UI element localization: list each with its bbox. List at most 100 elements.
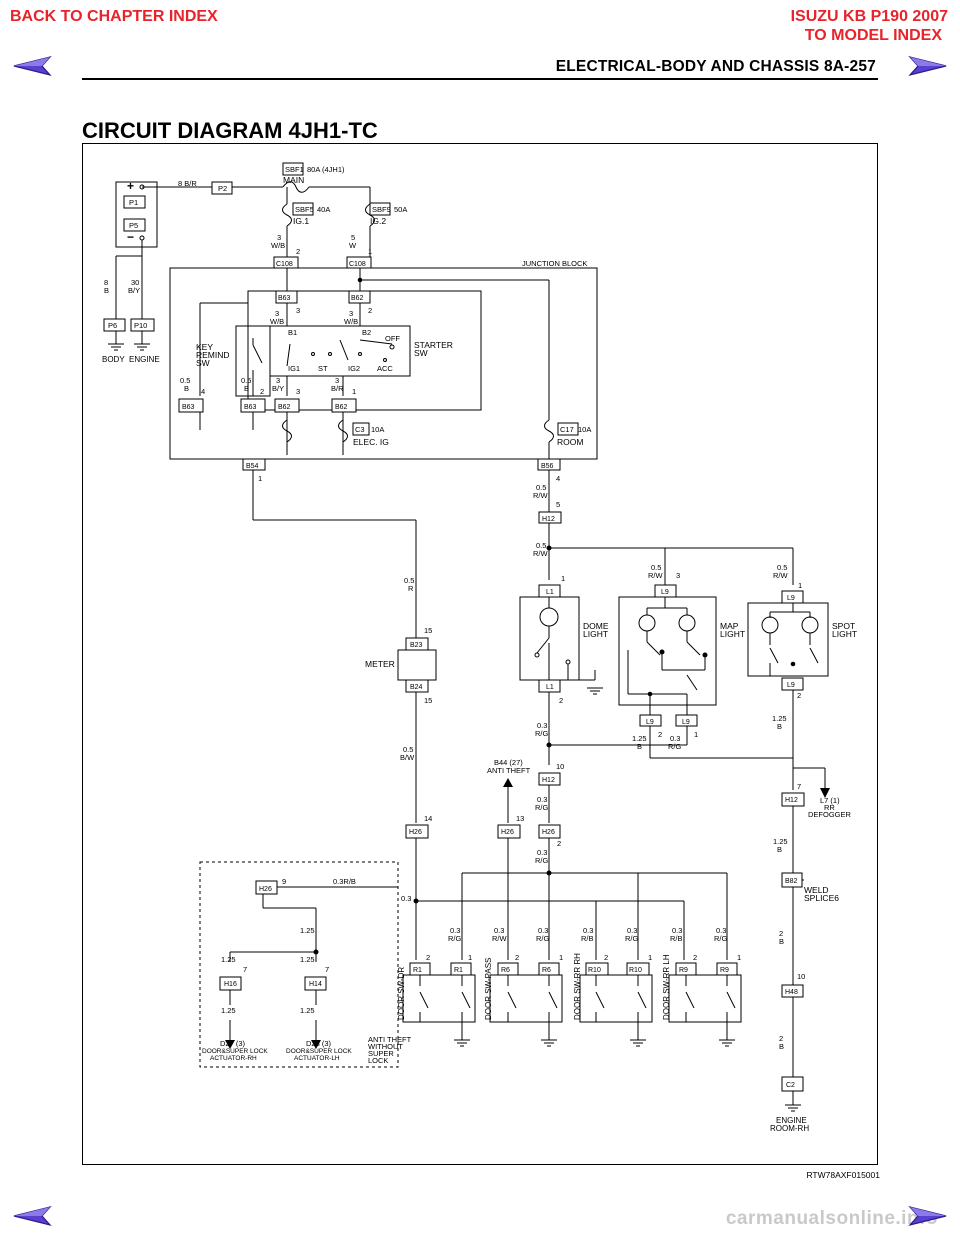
w125b-c-size: 1.25: [773, 837, 788, 846]
connector-b24: [405, 679, 429, 693]
w05b-b-color: B: [244, 384, 249, 393]
door-switch-name: DOOR SW-RR RH: [573, 953, 582, 1020]
connector-c2: [781, 1076, 804, 1092]
connector-c3: [352, 422, 370, 436]
l7-label: L7 (1): [820, 796, 840, 805]
map-light-box: [618, 596, 717, 706]
h12b-label: H12: [542, 777, 555, 784]
sbf1-rating: 80A (4JH1): [307, 165, 345, 174]
b62c-pin: 1: [352, 387, 356, 396]
door-switch-connector-left: R6: [501, 967, 510, 974]
w125b-a-size: 1.25: [632, 734, 647, 743]
w125b-b-size: 1.25: [772, 714, 787, 723]
door-switch-pin-left: 2: [515, 953, 519, 962]
connector-p10: [130, 318, 155, 332]
ground-engine-room-icon: [785, 1104, 801, 1112]
ig2-label: IG.2: [370, 216, 386, 226]
w2b-a-size: 2: [779, 929, 783, 938]
connector-h12-b: [538, 772, 561, 786]
wire-8br-label: 8 B/R: [178, 179, 197, 188]
b63a-pin: 3: [296, 306, 300, 315]
h12a-label: H12: [542, 516, 555, 523]
b56-label: B56: [541, 463, 554, 470]
connector-h26-a: [405, 824, 429, 839]
prev-page-bottom-arrow-icon[interactable]: [12, 1205, 52, 1227]
b23-label: B23: [410, 642, 423, 649]
anti-theft-label: ANTI THEFT: [487, 766, 531, 775]
connector-b63-a: [275, 290, 298, 304]
w05b-a-color: B: [184, 384, 189, 393]
spot-light-box: [747, 602, 829, 677]
connector-h12-a: [538, 511, 562, 524]
junction-block-label: JUNCTION BLOCK: [522, 259, 587, 268]
next-page-bottom-arrow-icon[interactable]: [908, 1205, 948, 1227]
engine-label: ENGINE: [129, 355, 160, 364]
w125-d-label: 1.25: [221, 1006, 236, 1015]
w5w-size: 5: [351, 233, 355, 242]
door-switch-connector-right: R6: [542, 967, 551, 974]
back-to-chapter-index-link[interactable]: BACK TO CHAPTER INDEX: [10, 8, 218, 25]
defogger-arrow-down: [820, 788, 830, 798]
l9a-pin: 3: [676, 571, 680, 580]
prev-page-arrow-icon[interactable]: [12, 55, 52, 77]
connector-p5: [123, 218, 146, 232]
door-switch-name: DOOR SW-PASS: [484, 958, 493, 1020]
door-switch-connector-right: R9: [720, 967, 729, 974]
anti-theft-note-line1: ANTI THEFT: [368, 1035, 412, 1044]
b63c-pin: 2: [260, 387, 264, 396]
connector-l9-d: [781, 590, 804, 604]
w05bw-size: 0.5: [403, 745, 413, 754]
l1a-label: L1: [546, 589, 554, 596]
anti-theft-note-line3: SUPER: [368, 1049, 394, 1058]
connector-b56: [537, 458, 561, 471]
b82-label: B82: [785, 878, 798, 885]
connector-h14: [304, 976, 327, 991]
connector-h12-c: [781, 792, 805, 807]
c3-rating: 10A: [371, 425, 384, 434]
sbf9-label: SBF9: [372, 205, 391, 214]
ig1-pos-label: IG1: [288, 364, 300, 373]
h48-label: H48: [785, 989, 798, 996]
door-switch-connector-left: R9: [679, 967, 688, 974]
to-model-index-link[interactable]: TO MODEL INDEX: [804, 27, 942, 44]
door-switch-pin-right: 1: [468, 953, 472, 962]
weld-splice-line2: SPLICE6: [804, 893, 839, 903]
w05rw-d-size: 0.5: [777, 563, 787, 572]
connector-sbf9: [369, 202, 391, 216]
actuator-lh-arrow: [311, 1040, 321, 1049]
ground-wire-30-color: B/Y: [128, 286, 140, 295]
connector-l9-a: [654, 584, 677, 598]
dome-light-line1: DOME: [583, 621, 609, 631]
w3wb3-size: 3: [349, 309, 353, 318]
door-switch-pin-right: 1: [559, 953, 563, 962]
b24-pin: 15: [424, 696, 432, 705]
w05rw-b-size: 0.5: [536, 541, 546, 550]
w125b-a-color: B: [637, 742, 642, 751]
starter-sw-line2: SW: [414, 348, 428, 358]
w2b-b-color: B: [779, 1042, 784, 1051]
h26b-label: H26: [501, 829, 514, 836]
diagram-frame: [82, 143, 878, 1165]
switch-wire-color: R/G: [714, 934, 728, 943]
l9e-pin: 2: [797, 691, 801, 700]
w03rg-a-size: 0.3: [670, 734, 680, 743]
next-page-arrow-icon[interactable]: [908, 55, 948, 77]
anti-theft-dashed-box: [199, 861, 399, 1068]
ground-rrrh-icon: [630, 1039, 646, 1047]
battery: [115, 181, 158, 248]
battery-minus-label: −: [127, 230, 134, 244]
b62b-label: B62: [278, 404, 291, 411]
w3br-color: B/R: [331, 384, 344, 393]
w05b-b-size: 0.5: [241, 376, 251, 385]
door-sw-dr-box: [402, 974, 476, 1023]
w05rw-c-color: R/W: [648, 571, 664, 580]
actuator-rh-arrow: [225, 1040, 235, 1049]
anti-theft-arrow-up: [503, 778, 513, 787]
w3wb-size: 3: [277, 233, 281, 242]
b56-pin: 4: [556, 474, 560, 483]
switch-wire-size: 0.3: [583, 926, 593, 935]
h16-label: H16: [224, 981, 237, 988]
w2b-b-size: 2: [779, 1034, 783, 1043]
h12c-pin: 7: [797, 782, 801, 791]
switch-wire-size: 0.3: [450, 926, 460, 935]
